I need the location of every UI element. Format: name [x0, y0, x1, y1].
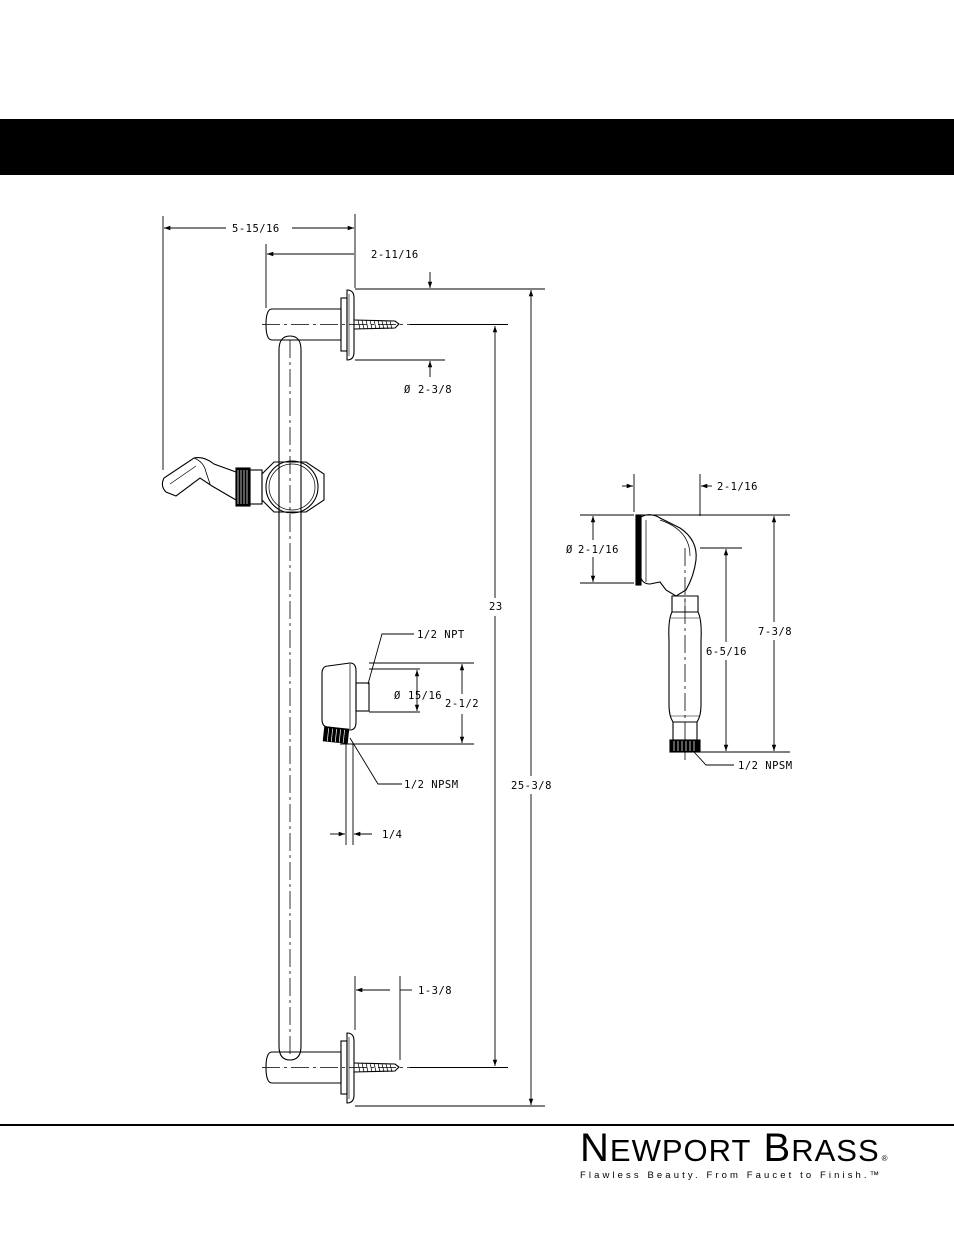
- brand-tagline: Flawless Beauty. From Faucet to Finish.™: [580, 1170, 910, 1181]
- slide-bar-assembly: [162, 290, 410, 1103]
- brand-o-ring: O: [684, 1133, 709, 1168]
- dim-center-spacing: 23: [489, 601, 503, 613]
- hand-shower: [636, 515, 701, 760]
- registered-mark: ®: [882, 1154, 889, 1163]
- holder-cradle: [162, 458, 236, 500]
- dim-hand-width: 2-1/16: [717, 481, 758, 493]
- dim-diameter-symbol: Ø: [404, 384, 411, 396]
- label-hand-npsm: 1/2 NPSM: [738, 760, 793, 772]
- dim-hand-inner-length: 6-5/16: [706, 646, 747, 658]
- dim-diameter-symbol-2: Ø: [394, 690, 401, 702]
- brand-logo: NEWPORT BRASS® Flawless Beauty. From Fau…: [580, 1128, 910, 1181]
- dim-outlet-thread: 1/4: [382, 829, 402, 841]
- spray-face: [636, 515, 641, 585]
- dim-offset: 2-11/16: [371, 249, 419, 261]
- dim-flange-diameter: 2-3/8: [418, 384, 452, 396]
- dim-outlet-diameter: 15/16: [408, 690, 442, 702]
- dim-outlet-height: 2-1/2: [445, 698, 479, 710]
- dim-hand-length: 7-3/8: [758, 626, 792, 638]
- label-outlet-npsm: 1/2 NPSM: [404, 779, 459, 791]
- dim-overall-width: 5-15/16: [232, 223, 280, 235]
- dim-screw-length: 1-3/8: [418, 985, 452, 997]
- wall-outlet: [322, 663, 356, 730]
- footer-rule: [0, 1124, 954, 1126]
- brand-name: NEWPORT BRASS®: [580, 1128, 910, 1168]
- label-outlet-npt: 1/2 NPT: [417, 629, 465, 641]
- dim-overall-height: 25-3/8: [511, 780, 552, 792]
- dim-diameter-symbol-3: Ø: [566, 544, 573, 556]
- dim-hand-face-diameter: 2-1/16: [578, 544, 619, 556]
